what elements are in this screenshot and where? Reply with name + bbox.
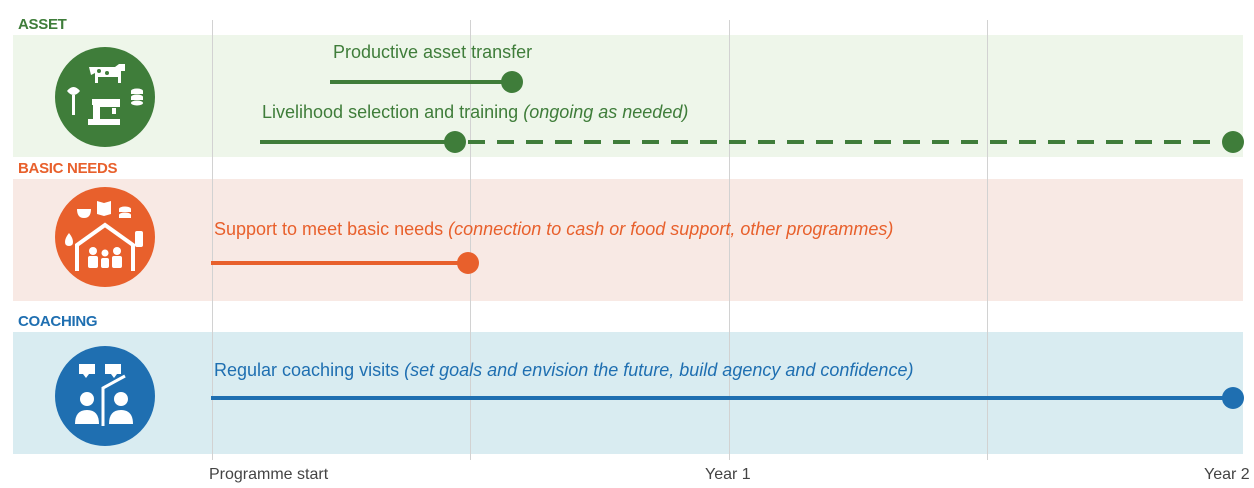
basic-needs-band — [13, 179, 1243, 301]
basic-needs-support-label: Support to meet basic needs (connection … — [214, 219, 893, 240]
basic-needs-section-label: BASIC NEEDS — [18, 160, 118, 177]
coaching-visits-label: Regular coaching visits (set goals and e… — [214, 360, 913, 381]
coaching-section-label: COACHING — [18, 313, 98, 330]
productive-asset-transfer-label: Productive asset transfer — [333, 42, 532, 63]
gridline-year-1 — [729, 20, 730, 460]
axis-label-year-2: Year 2 — [1204, 466, 1250, 483]
axis-label-programme-start: Programme start — [209, 466, 329, 483]
bar-text-main: Livelihood selection and training — [262, 102, 519, 122]
asset-band — [13, 35, 1243, 157]
house-family-needs-icon — [55, 187, 155, 287]
livelihood-selection-label: Livelihood selection and training (ongoi… — [262, 102, 688, 123]
gridline-one-and-half-year — [987, 20, 988, 460]
asset-transfer-end-marker — [501, 71, 523, 93]
gridline-programme-start — [212, 20, 213, 460]
asset-section-label: ASSET — [18, 16, 67, 33]
basic-needs-end-marker — [457, 252, 479, 274]
gridline-half-year — [470, 20, 471, 460]
livestock-sewing-machine-icon — [55, 47, 155, 147]
bar-text-note: (connection to cash or food support, oth… — [448, 219, 894, 239]
bar-text-main: Productive asset transfer — [333, 42, 533, 62]
livelihood-ongoing-end-marker — [1222, 131, 1244, 153]
livelihood-training-marker — [444, 131, 466, 153]
bar-text-main: Support to meet basic needs — [214, 219, 444, 239]
coaching-band — [13, 332, 1243, 454]
bar-text-note: (set goals and envision the future, buil… — [404, 360, 914, 380]
coaching-conversation-icon — [55, 346, 155, 446]
axis-label-year-1: Year 1 — [705, 466, 751, 483]
coaching-end-marker — [1222, 387, 1244, 409]
bar-text-main: Regular coaching visits — [214, 360, 400, 380]
bar-text-note: (ongoing as needed) — [523, 102, 689, 122]
